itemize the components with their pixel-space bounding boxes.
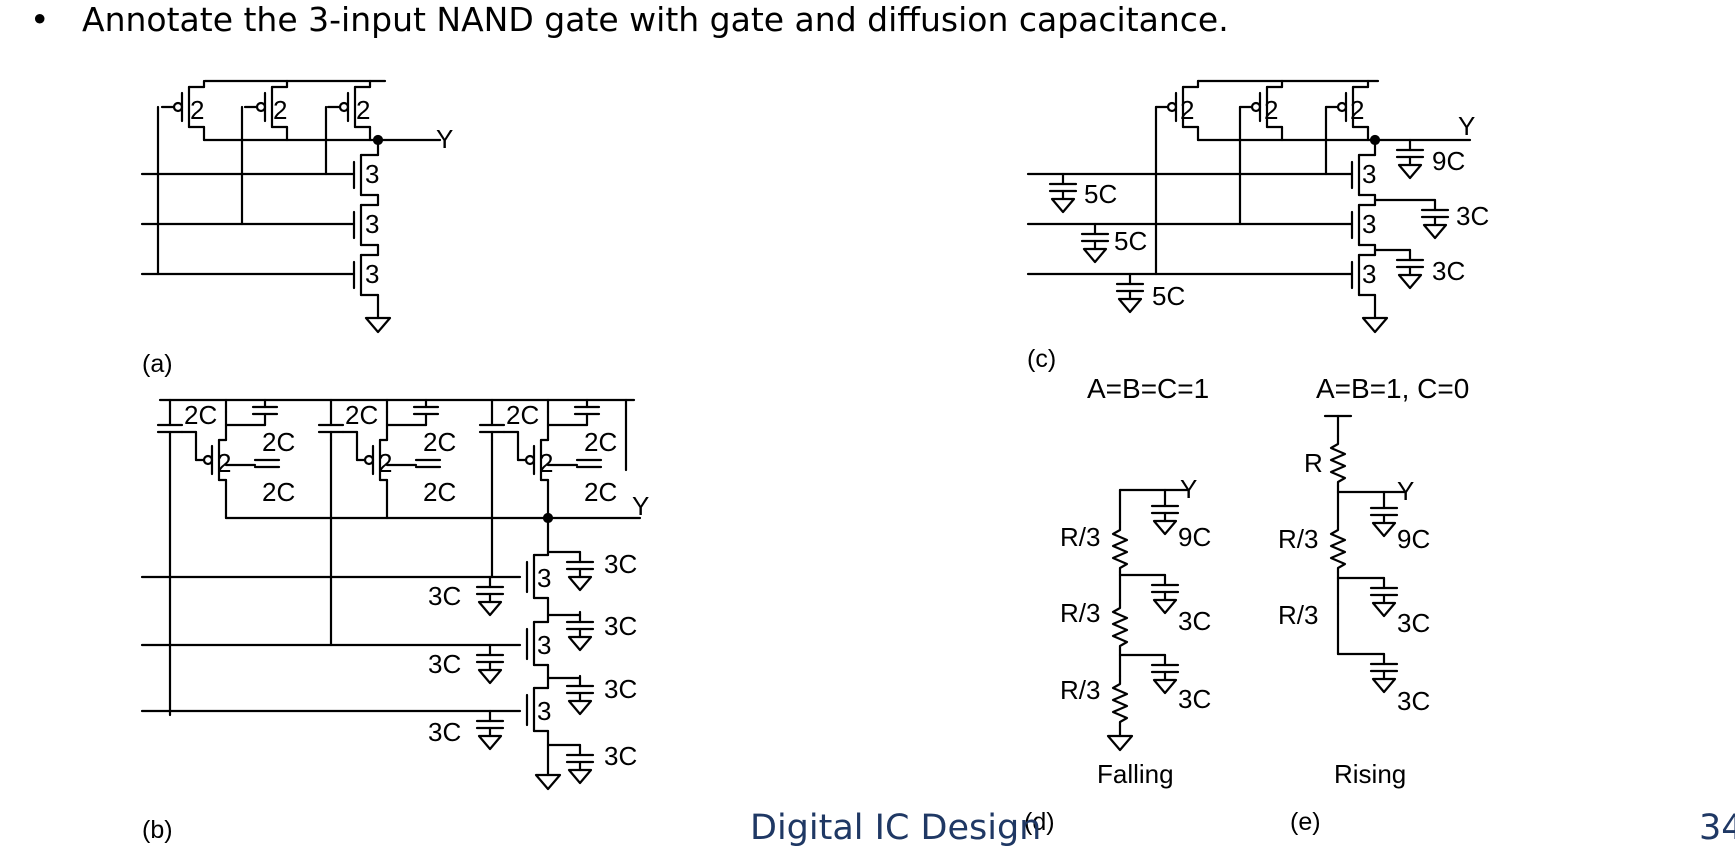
nmos-width-label: 3	[537, 630, 551, 660]
cap-label-2c: 2C	[345, 400, 378, 430]
panel-label-c: (c)	[1027, 345, 1056, 373]
panel-label-d: (d)	[1024, 808, 1055, 836]
cap-label-3c: 3C	[1178, 684, 1211, 714]
pmos-width-label: 2	[217, 448, 231, 478]
cap-label-3c: 3C	[1397, 686, 1430, 716]
page-number: 34	[1699, 808, 1735, 848]
res-label-r3: R/3	[1278, 600, 1318, 630]
schematic-c	[1026, 79, 1472, 334]
schematic-b	[140, 398, 642, 791]
panel-label-e: (e)	[1290, 808, 1321, 836]
cap-label-9c: 9C	[1432, 146, 1465, 176]
cap-label-2c: 2C	[423, 427, 456, 457]
cap-label-2c: 2C	[262, 477, 295, 507]
nmos-width-label: 3	[537, 563, 551, 593]
cap-label-2c: 2C	[262, 427, 295, 457]
falling-condition: A=B=C=1	[1087, 373, 1209, 404]
nmos-width-label: 3	[1362, 159, 1376, 189]
cap-label-2c: 2C	[584, 427, 617, 457]
nmos-width-label: 3	[365, 209, 379, 239]
cap-label-3c: 3C	[1178, 606, 1211, 636]
output-label: Y	[436, 124, 453, 154]
cap-label-3c: 3C	[1456, 201, 1489, 231]
cap-label-5c: 5C	[1084, 179, 1117, 209]
nmos-width-label: 3	[365, 259, 379, 289]
rising-condition: A=B=1, C=0	[1316, 373, 1469, 404]
cap-label-9c: 9C	[1178, 522, 1211, 552]
cap-label-3c: 3C	[428, 717, 461, 747]
slide-heading: Annotate the 3-input NAND gate with gate…	[82, 0, 1229, 39]
cap-label-3c: 3C	[1397, 608, 1430, 638]
cap-label-3c: 3C	[604, 549, 637, 579]
res-label-r3: R/3	[1060, 675, 1100, 705]
cap-label-9c: 9C	[1397, 524, 1430, 554]
rising-label: Rising	[1334, 759, 1406, 789]
cap-label-3c: 3C	[428, 581, 461, 611]
cap-label-2c: 2C	[423, 477, 456, 507]
pmos-width-label: 2	[273, 95, 287, 125]
pmos-width-label: 2	[1180, 95, 1194, 125]
panel-label-b: (b)	[142, 816, 173, 844]
nmos-width-label: 3	[1362, 259, 1376, 289]
nmos-width-label: 3	[537, 696, 551, 726]
cap-label-5c: 5C	[1114, 226, 1147, 256]
cap-label-2c: 2C	[584, 477, 617, 507]
pmos-width-label: 2	[539, 448, 553, 478]
output-label: Y	[1397, 476, 1414, 506]
output-label: Y	[1180, 474, 1197, 504]
pmos-width-label: 2	[1264, 95, 1278, 125]
pmos-width-label: 2	[190, 95, 204, 125]
cap-label-2c: 2C	[184, 400, 217, 430]
cap-label-3c: 3C	[428, 649, 461, 679]
pmos-width-label: 2	[378, 448, 392, 478]
cap-label-5c: 5C	[1152, 281, 1185, 311]
output-label: Y	[1458, 111, 1475, 141]
res-label-r: R	[1304, 448, 1323, 478]
rc-model-falling	[1106, 488, 1190, 752]
schematic-a	[140, 79, 442, 334]
bullet-marker: •	[30, 0, 50, 39]
pmos-width-label: 2	[1350, 95, 1364, 125]
pmos-width-label: 2	[356, 95, 370, 125]
output-label: Y	[632, 491, 649, 521]
cap-label-2c: 2C	[506, 400, 539, 430]
footer-title: Digital IC Design	[750, 808, 1042, 848]
cap-label-3c: 3C	[604, 741, 637, 771]
res-label-r3: R/3	[1060, 522, 1100, 552]
nmos-width-label: 3	[365, 159, 379, 189]
falling-label: Falling	[1097, 759, 1174, 789]
cap-label-3c: 3C	[1432, 256, 1465, 286]
cap-label-3c: 3C	[604, 611, 637, 641]
panel-label-a: (a)	[142, 350, 173, 378]
rc-model-rising	[1323, 414, 1407, 694]
res-label-r3: R/3	[1060, 598, 1100, 628]
cap-label-3c: 3C	[604, 674, 637, 704]
res-label-r3: R/3	[1278, 524, 1318, 554]
nmos-width-label: 3	[1362, 209, 1376, 239]
